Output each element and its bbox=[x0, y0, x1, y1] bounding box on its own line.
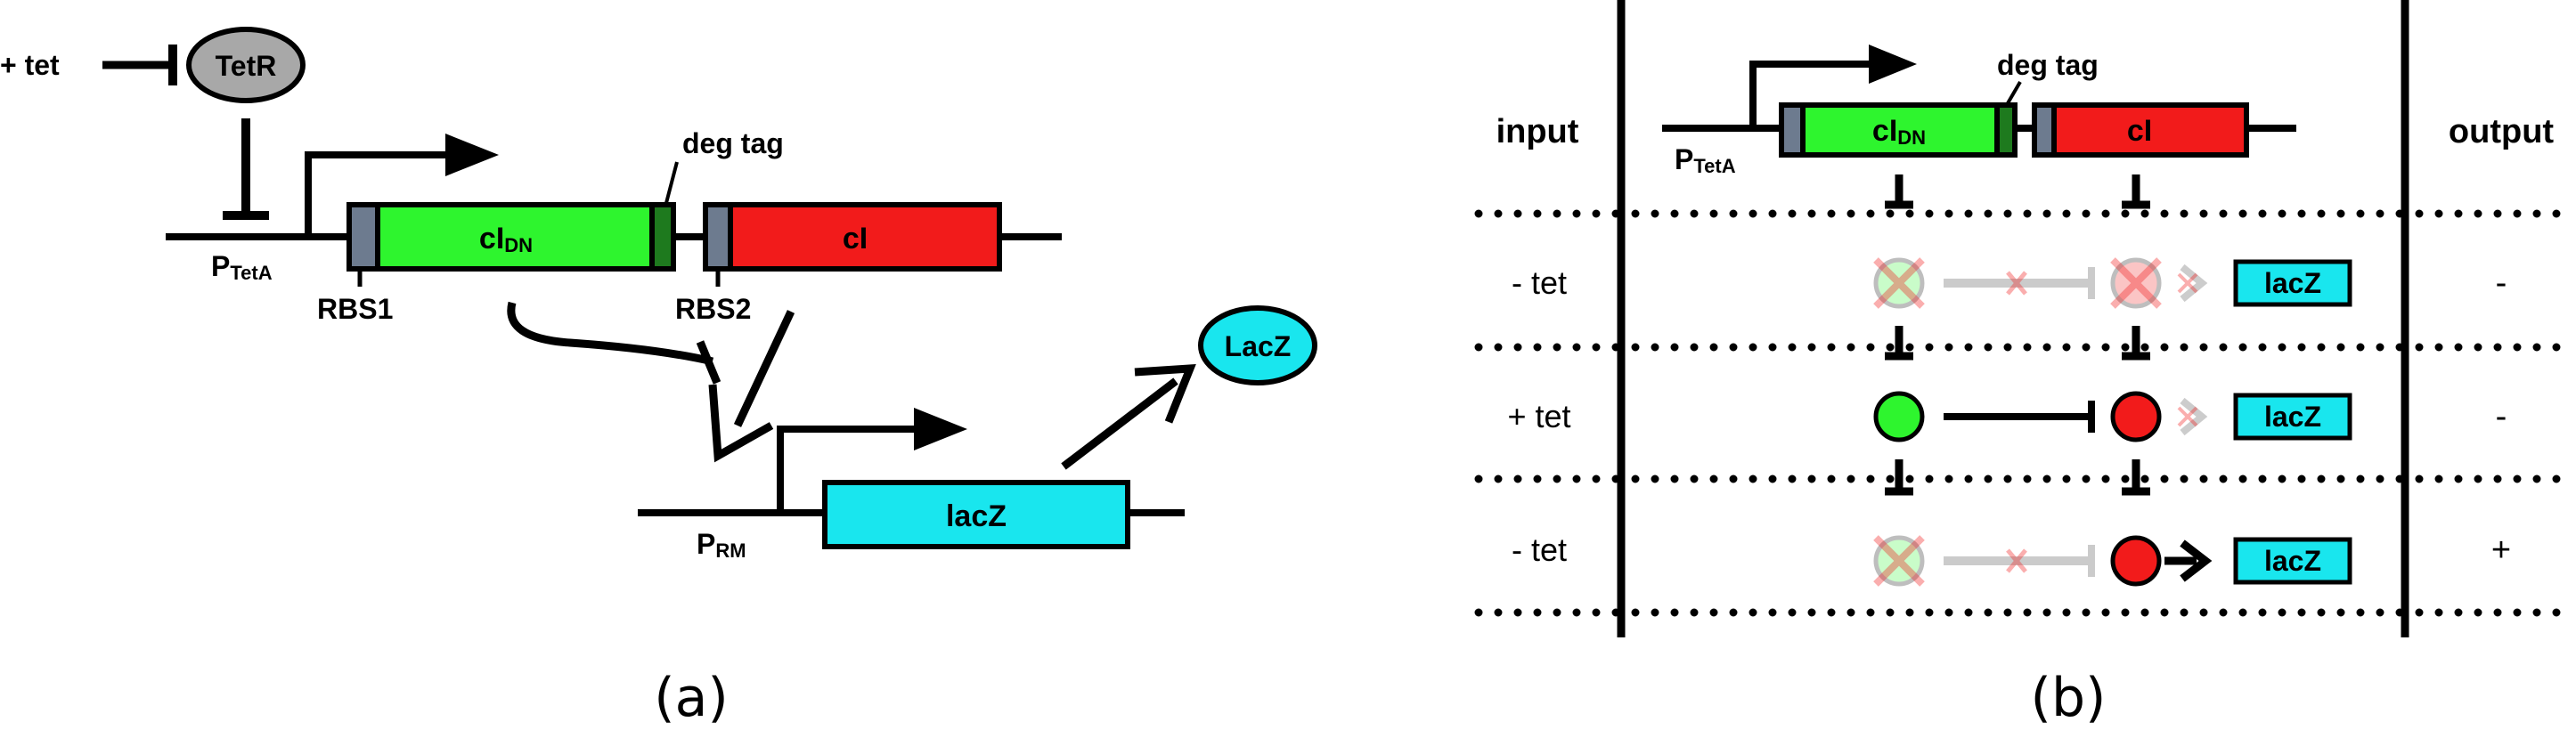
row-1-cidn-node bbox=[1873, 257, 1925, 309]
row-1-lacz-label: lacZ bbox=[2264, 267, 2321, 299]
b-deg-tag-pointer bbox=[2006, 80, 2022, 105]
row-1-repression-cross bbox=[2006, 271, 2027, 296]
ci-activation-arrowhead bbox=[708, 384, 774, 463]
output-header: output bbox=[2449, 113, 2555, 150]
row-dividers bbox=[1474, 209, 2576, 617]
b-promoter-arrowhead bbox=[1869, 45, 1917, 84]
ci-activation-line bbox=[733, 310, 795, 427]
lacz-expression-arrowhead bbox=[1134, 364, 1196, 424]
rbs1-box bbox=[346, 202, 380, 272]
row-3-activation-arrow bbox=[2180, 539, 2213, 582]
row-2-lacz-label: lacZ bbox=[2264, 401, 2321, 433]
tetr-protein bbox=[186, 27, 306, 103]
deg-tag-label: deg tag bbox=[682, 127, 784, 159]
row-1-cidn-cross bbox=[1873, 257, 1925, 309]
promoter-rm-arrow bbox=[777, 426, 923, 513]
b-rbs1-box bbox=[1779, 102, 1806, 158]
row-3-output: + bbox=[2491, 531, 2511, 569]
row-3-cidn-cross bbox=[1873, 535, 1925, 587]
cidn-inhibition-bar bbox=[696, 340, 721, 385]
row-2-activation-cross bbox=[2177, 406, 2198, 427]
ci-gene bbox=[728, 202, 1002, 272]
row-1-input: - tet bbox=[1512, 264, 1567, 301]
row-2-ci-node bbox=[2110, 391, 2162, 442]
promoter-rm-arrowhead bbox=[914, 408, 967, 450]
row-1-ci-cross bbox=[2110, 257, 2162, 309]
ci-dn-label: cIDN bbox=[479, 222, 533, 256]
lacz-protein-label: LacZ bbox=[1225, 330, 1292, 362]
input-header: input bbox=[1496, 113, 1579, 150]
b-ci-gene bbox=[2051, 102, 2249, 158]
b-promoter-label: PTetA bbox=[1675, 143, 1736, 177]
row-3: - tet lacZ + bbox=[1512, 531, 2511, 587]
promoter-tet-arrow bbox=[305, 151, 454, 237]
b-deg-tag-box bbox=[1994, 102, 2018, 158]
rbs1-label: RBS1 bbox=[317, 293, 393, 325]
row-3-lacz-box bbox=[2233, 537, 2352, 585]
lacz-protein bbox=[1198, 305, 1317, 385]
b-promoter-arrow bbox=[1749, 61, 1878, 128]
ci-label: cI bbox=[843, 222, 868, 256]
row-3-ci-node bbox=[2110, 535, 2162, 587]
row-1-lacz-box bbox=[2233, 259, 2352, 307]
rbs2-label: RBS2 bbox=[675, 293, 751, 325]
cidn-inhibition-curve bbox=[507, 301, 714, 366]
lacz-gene bbox=[822, 480, 1130, 549]
b-ci-dn-label: cIDN bbox=[1872, 114, 1926, 149]
row-1-ci-node bbox=[2110, 257, 2162, 309]
row-3-repression-cross bbox=[2006, 548, 2027, 573]
expression-ticks bbox=[1885, 174, 2150, 496]
panel-a: + tet TetR PTetA cIDN cI deg tag RBS1 RB… bbox=[0, 27, 1317, 729]
row-2-output: - bbox=[2496, 398, 2507, 435]
promoter-rm-label: PRM bbox=[697, 528, 746, 562]
lacz-gene-label: lacZ bbox=[946, 499, 1007, 533]
caption-b: (b) bbox=[2031, 667, 2107, 729]
row-3-lacz-label: lacZ bbox=[2264, 545, 2321, 577]
row-2-lacz-box bbox=[2233, 393, 2352, 441]
b-rbs2-box bbox=[2032, 102, 2057, 158]
deg-tag-pointer bbox=[664, 161, 679, 204]
b-deg-tag-label: deg tag bbox=[1997, 49, 2099, 81]
lacz-expression-line bbox=[1061, 377, 1178, 470]
row-2: + tet lacZ - bbox=[1507, 391, 2507, 442]
panel-b: input output PTetA cIDN cI deg tag - tet bbox=[1474, 0, 2576, 729]
row-3-input: - tet bbox=[1512, 531, 1567, 568]
b-ci-label: cI bbox=[2127, 114, 2152, 148]
tet-input-label: + tet bbox=[0, 49, 60, 81]
caption-a: (a) bbox=[654, 667, 729, 729]
promoter-tet-label: PTetA bbox=[211, 250, 273, 284]
row-2-cidn-node bbox=[1873, 391, 1925, 442]
row-1-activation-cross bbox=[2177, 272, 2198, 294]
promoter-tet-arrowhead bbox=[445, 134, 499, 176]
row-1-activation-arrow bbox=[2180, 264, 2208, 303]
deg-tag-box bbox=[649, 202, 676, 272]
rbs2-box bbox=[703, 202, 733, 272]
tetr-label: TetR bbox=[216, 50, 277, 82]
row-3-cidn-node bbox=[1873, 535, 1925, 587]
row-1: - tet lacZ - bbox=[1512, 257, 2507, 309]
row-2-activation-arrow bbox=[2180, 397, 2208, 436]
row-1-output: - bbox=[2496, 264, 2507, 302]
row-2-input: + tet bbox=[1507, 398, 1570, 434]
